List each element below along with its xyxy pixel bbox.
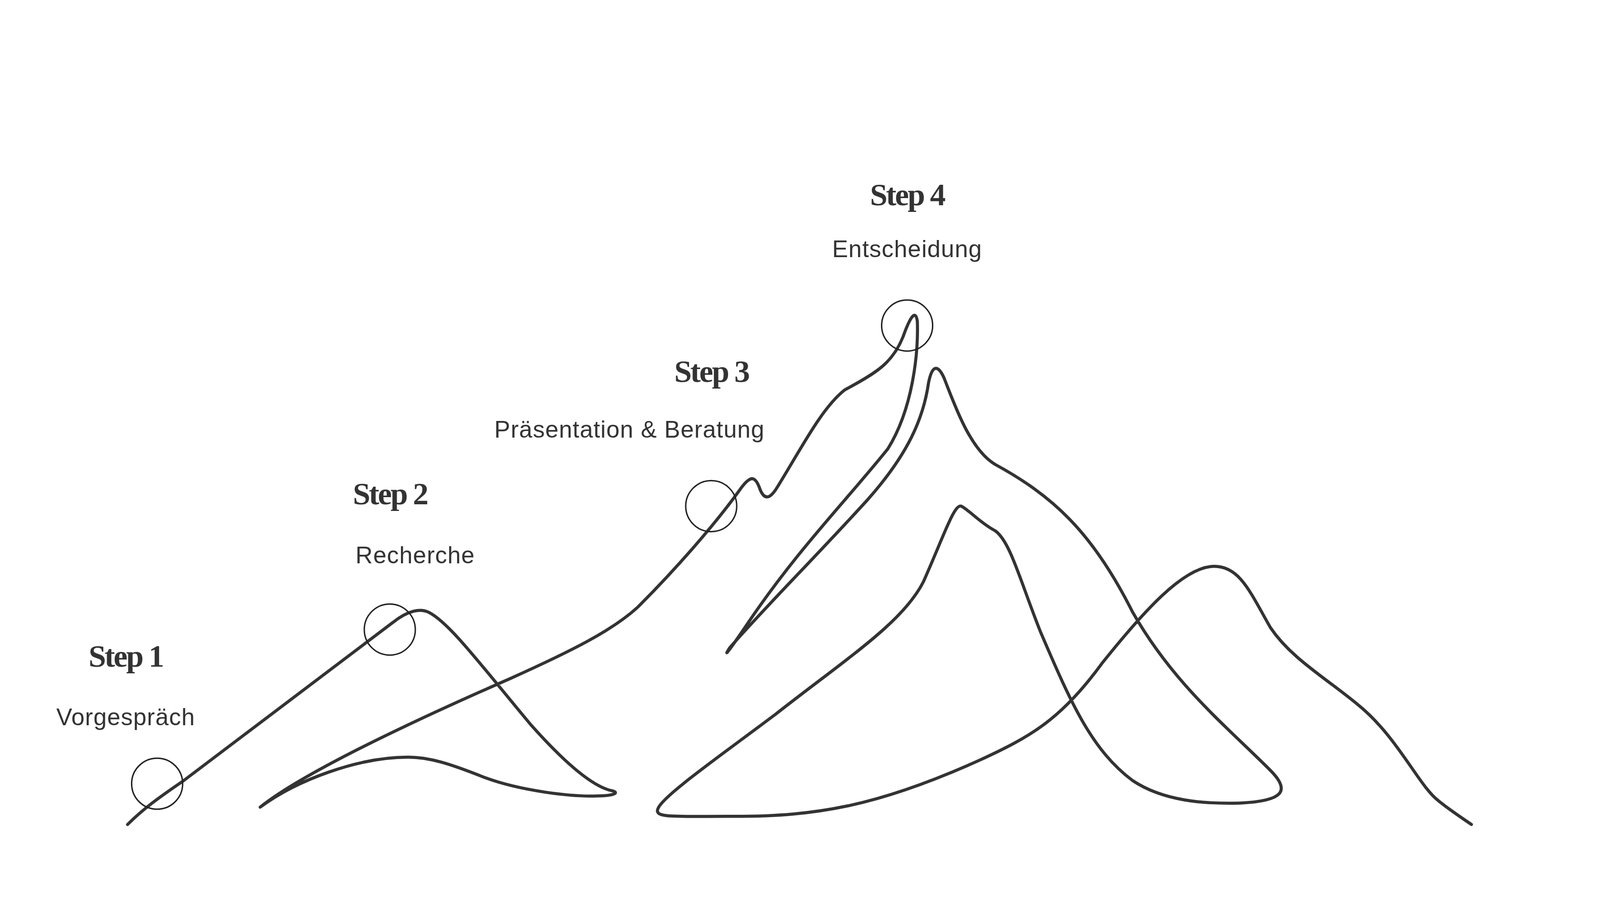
step-marker	[364, 604, 416, 656]
step-description: Vorgespräch	[56, 703, 196, 731]
step-heading: Step 1	[88, 638, 163, 675]
step-marker	[881, 300, 933, 351]
step-description: Recherche	[355, 541, 476, 570]
step-description: Entscheidung	[831, 235, 982, 263]
step-description: Präsentation & Beratung	[494, 415, 765, 444]
step-heading: Step 3	[674, 353, 749, 390]
step-heading: Step 4	[870, 176, 945, 213]
step-heading: Step 2	[352, 475, 428, 512]
step-marker	[685, 480, 737, 532]
mountain-line	[127, 315, 1472, 825]
step-marker	[131, 758, 183, 810]
